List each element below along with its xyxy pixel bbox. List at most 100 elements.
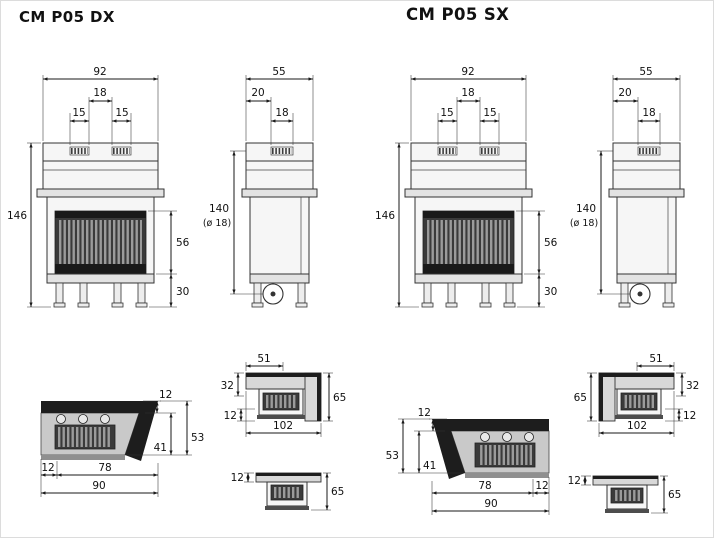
dim-beam-total-sx: 102 xyxy=(627,420,647,432)
dim-beam-thickness-dx: 12 xyxy=(224,410,237,422)
dim-arrowhead xyxy=(589,416,593,421)
dim-arrowhead xyxy=(327,416,331,421)
dx-plan-dims: 12 41 53 12 78 90 xyxy=(40,389,204,497)
dim-arrowhead xyxy=(669,431,674,435)
dim-arrowhead xyxy=(316,431,321,435)
dx-shelf-view xyxy=(256,473,321,510)
dim-vent-pitch-sx: 18 xyxy=(461,87,474,99)
dim-arrowhead xyxy=(544,509,549,513)
dim-base-height-sx: 30 xyxy=(544,286,557,298)
title-sx: CM P05 SX xyxy=(406,5,509,24)
dim-arrowhead xyxy=(153,77,158,81)
dim-vent-pitch-dx: 18 xyxy=(93,87,106,99)
dim-arrowhead xyxy=(397,143,401,148)
sx-side-view xyxy=(609,143,684,307)
sx-front-dims: 92 18 15 15 146 56 30 xyxy=(375,66,558,308)
dim-beam-thickness-sx: 12 xyxy=(683,410,696,422)
dim-flue-width-sx: 18 xyxy=(642,107,655,119)
dim-arrowhead xyxy=(599,431,604,435)
dim-depth-sx: 55 xyxy=(639,66,652,78)
dim-beam-end-dx: 32 xyxy=(221,380,234,392)
dim-arrowhead xyxy=(417,468,421,473)
dim-arrowhead xyxy=(475,99,480,103)
dim-arrowhead xyxy=(70,119,75,123)
dim-arrowhead xyxy=(43,77,48,81)
sx-beam-view xyxy=(599,373,674,421)
dim-arrowhead xyxy=(432,491,437,495)
dim-arrowhead xyxy=(680,373,684,378)
dim-arrowhead xyxy=(680,391,684,396)
dim-shelf-thickness-sx: 12 xyxy=(568,475,581,487)
dim-arrowhead xyxy=(327,373,331,378)
sx-side-dims: 55 20 18 140 (ø 18) xyxy=(570,66,681,295)
dim-arrowhead xyxy=(169,413,173,418)
dim-arrowhead xyxy=(417,431,421,436)
dim-arrowhead xyxy=(126,119,131,123)
dx-beam-dims: 51 32 65 102 12 xyxy=(221,353,346,437)
dim-beam-side-dx: 65 xyxy=(333,392,346,404)
dim-arrowhead xyxy=(246,477,250,482)
dim-side-inset-sx: 12 xyxy=(535,480,548,492)
dim-arrowhead xyxy=(675,77,680,81)
dim-flue-width-dx: 18 xyxy=(275,107,288,119)
dim-depth-dx: 55 xyxy=(272,66,285,78)
dim-base-height-dx: 30 xyxy=(176,286,189,298)
sx-front-view xyxy=(405,143,532,307)
dim-arrowhead xyxy=(232,151,236,156)
dim-arrowhead xyxy=(185,450,189,455)
dim-arrowhead xyxy=(537,269,541,274)
dx-side-dims: 55 20 18 140 (ø 18) xyxy=(203,66,314,295)
dim-arrowhead xyxy=(52,473,57,477)
dim-arrowhead xyxy=(236,391,240,396)
dim-beam-end-sx: 32 xyxy=(686,380,699,392)
dim-arrowhead xyxy=(89,99,94,103)
dim-arrowhead xyxy=(29,143,33,148)
dim-arrowhead xyxy=(613,99,618,103)
dim-beam-total-dx: 102 xyxy=(273,420,293,432)
dim-arrowhead xyxy=(239,409,243,414)
dim-arrowhead xyxy=(401,419,405,424)
dim-arrowhead xyxy=(278,364,283,368)
dim-vent-left-sx: 15 xyxy=(440,107,453,119)
dim-arrowhead xyxy=(155,408,159,413)
dim-arrowhead xyxy=(155,401,159,406)
dim-arrowhead xyxy=(246,431,251,435)
dim-arrowhead xyxy=(397,302,401,307)
dim-vent-left-dx: 15 xyxy=(72,107,85,119)
dim-beam-side-sx: 65 xyxy=(574,392,587,404)
dim-arrowhead xyxy=(232,289,236,294)
dim-arrowhead xyxy=(29,302,33,307)
dim-arrowhead xyxy=(457,99,462,103)
dx-front-view xyxy=(37,143,164,307)
dim-flue-setback-dx: 20 xyxy=(251,87,264,99)
dim-arrowhead xyxy=(185,401,189,406)
dim-total-depth-sx: 53 xyxy=(386,450,399,462)
dim-arrowhead xyxy=(677,409,681,414)
dim-front-height-dx: 146 xyxy=(7,210,27,222)
dim-arrowhead xyxy=(153,491,158,495)
dim-shelf-height-dx: 65 xyxy=(331,486,344,498)
dim-arrowhead xyxy=(452,119,457,123)
dim-arrowhead xyxy=(169,302,173,307)
dx-side-view xyxy=(242,143,317,307)
dim-arrowhead xyxy=(169,274,173,279)
dim-arrowhead xyxy=(169,450,173,455)
dim-total-depth-dx: 53 xyxy=(191,432,204,444)
dim-body-depth-sx: 41 xyxy=(423,460,436,472)
dim-arrowhead xyxy=(537,274,541,279)
dim-front-width-sx: 92 xyxy=(461,66,474,78)
dim-arrowhead xyxy=(662,476,666,481)
sx-beam-dims: 51 32 65 102 12 xyxy=(574,353,699,437)
dim-shelf-height-sx: 65 xyxy=(668,489,681,501)
dim-arrowhead xyxy=(266,99,271,103)
dim-arrowhead xyxy=(288,119,293,123)
sx-plan-dims: 12 41 53 12 78 90 xyxy=(386,407,550,515)
dim-arrowhead xyxy=(669,364,674,368)
sx-shelf-dims: 12 65 xyxy=(568,475,681,514)
dim-arrowhead xyxy=(41,473,46,477)
dim-arrowhead xyxy=(655,119,660,123)
dim-arrowhead xyxy=(401,468,405,473)
dim-arrowhead xyxy=(438,119,443,123)
dim-arrowhead xyxy=(633,99,638,103)
dim-arrowhead xyxy=(583,480,587,485)
